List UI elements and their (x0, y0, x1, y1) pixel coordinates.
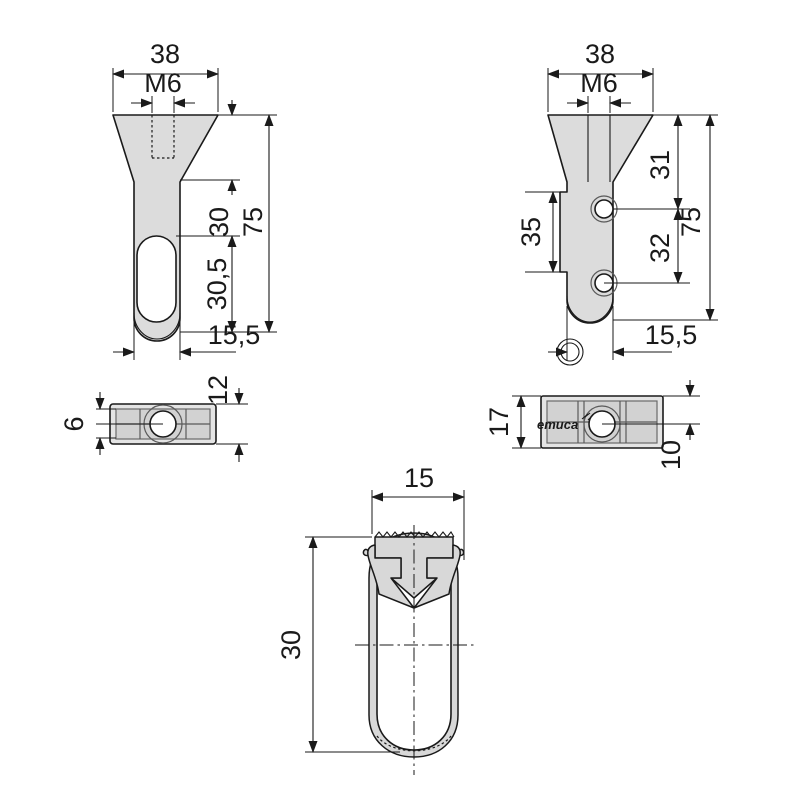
dim-left-width-15-5: 15,5 (113, 320, 260, 360)
dim-label-38-left: 38 (150, 39, 180, 69)
dim-section-height-30: 30 (276, 536, 400, 753)
right-part-outline (547, 114, 654, 324)
dim-left-height-75: 75 (180, 114, 277, 333)
dim-label-10: 10 (656, 440, 686, 470)
dim-right-thread-m6: M6 (567, 68, 631, 113)
dim-label-15: 15 (404, 463, 434, 493)
section-left-wing (367, 544, 415, 609)
dim-right-height-32: 32 (604, 208, 690, 284)
dim-right-side-10: 10 (656, 380, 700, 470)
right-part-bottom-arc (566, 295, 614, 323)
dim-right-width-38: 38 (547, 39, 654, 112)
dim-label-30-section: 30 (276, 630, 306, 660)
dim-label-38-right: 38 (585, 39, 615, 69)
view-right-front: 38 M6 31 35 32 (516, 39, 718, 366)
dim-left-side-12: 12 (203, 375, 248, 462)
dim-left-height-30-5: 30,5 (176, 235, 240, 333)
view-section: 15 30 (276, 463, 475, 775)
dim-label-35: 35 (516, 217, 546, 247)
left-oval-slot (136, 235, 177, 323)
dim-label-75-right: 75 (676, 207, 706, 237)
logo-swoosh-icon (581, 412, 594, 421)
dim-right-side-17: 17 (484, 395, 541, 449)
dim-right-width-15-5: 15,5 (548, 306, 697, 360)
dim-label-17: 17 (484, 407, 514, 437)
dim-label-30-left: 30 (204, 207, 234, 237)
dim-left-thread-m6: M6 (131, 68, 195, 113)
dim-label-30-5-left: 30,5 (202, 258, 232, 311)
dim-right-height-35: 35 (516, 191, 560, 273)
dim-label-m6-left: M6 (144, 68, 182, 98)
dim-label-15-5-left: 15,5 (208, 320, 261, 350)
right-hole-upper (594, 199, 614, 219)
dim-label-31: 31 (645, 150, 675, 180)
dim-left-width-38: 38 (112, 39, 219, 112)
dim-left-side-6: 6 (59, 392, 116, 455)
left-part-bottom-arc (133, 312, 181, 340)
brand-logo-emuca: emuca (537, 417, 578, 432)
view-right-side: emuca 17 10 (484, 380, 700, 470)
section-right-wing (413, 544, 461, 609)
dim-label-12: 12 (203, 375, 233, 405)
dim-right-height-75: 75 (613, 114, 718, 321)
dim-label-m6-right: M6 (580, 68, 618, 98)
dim-label-75-left: 75 (238, 207, 268, 237)
dim-section-width-15: 15 (371, 463, 465, 560)
dim-label-6: 6 (59, 416, 89, 431)
section-serration-teeth (374, 531, 455, 538)
dim-label-15-5-right: 15,5 (645, 320, 698, 350)
view-left-side: 6 12 (59, 375, 248, 462)
dim-label-32: 32 (645, 233, 675, 263)
view-left-front: 38 M6 30 30,5 (112, 39, 277, 360)
